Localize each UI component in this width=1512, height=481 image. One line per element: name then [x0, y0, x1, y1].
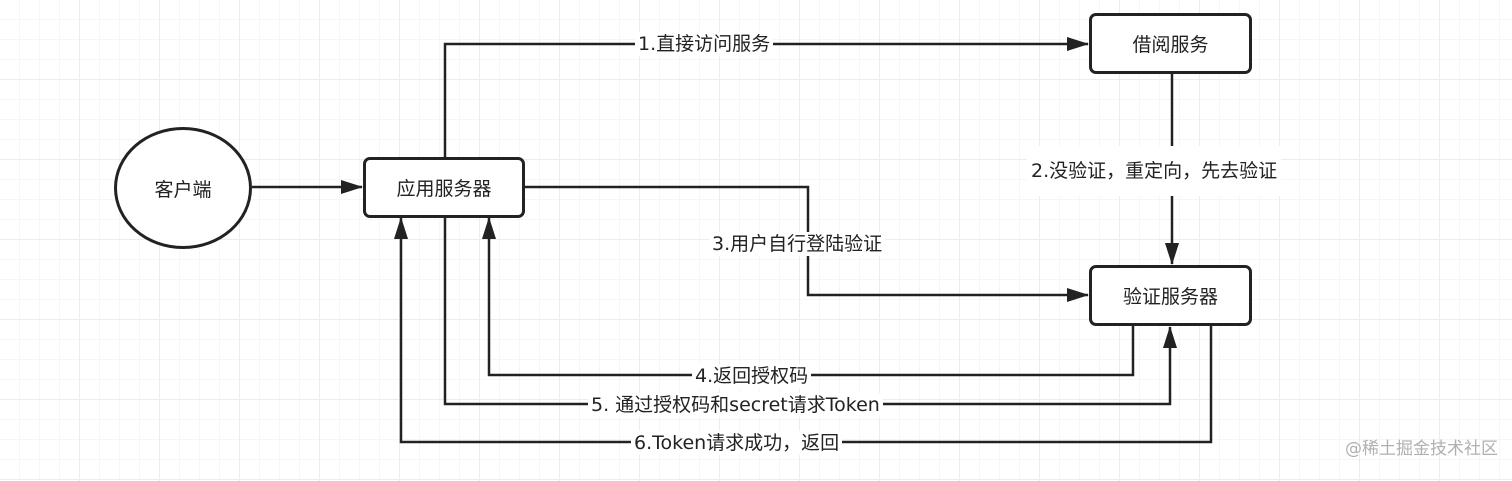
- edge-step4-label: 4.返回授权码: [692, 364, 812, 388]
- node-borrow-service-label: 借阅服务: [1132, 34, 1209, 56]
- edge-step2-label: 2.没验证，重定向，先去验证: [1027, 146, 1282, 196]
- watermark: @稀土掘金技术社区: [1345, 439, 1498, 459]
- edge-step5-label: 5. 通过授权码和secret请求Token: [588, 393, 883, 417]
- node-borrow-service: 借阅服务: [1089, 13, 1252, 74]
- edge-step1: [443, 37, 1089, 158]
- node-client-label: 客户端: [154, 178, 212, 201]
- node-auth-server: 验证服务器: [1089, 265, 1252, 326]
- node-client: 客户端: [114, 127, 252, 249]
- node-app-server: 应用服务器: [363, 157, 525, 218]
- edge-step3-label: 3.用户自行登陆验证: [709, 232, 886, 256]
- node-app-server-label: 应用服务器: [396, 178, 492, 200]
- edge-step6-label: 6.Token请求成功，返回: [631, 431, 843, 455]
- node-auth-server-label: 验证服务器: [1122, 286, 1218, 308]
- edge-step1-label: 1.直接访问服务: [635, 32, 774, 56]
